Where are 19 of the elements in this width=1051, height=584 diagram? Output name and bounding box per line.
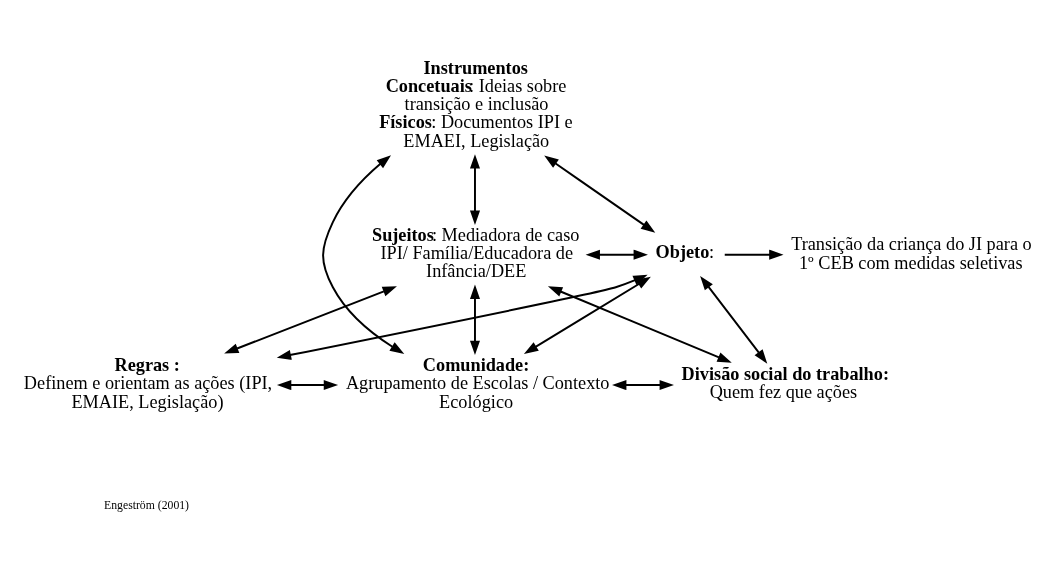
node-text: Divisão social do trabalho: Quem fez que ações <box>681 363 889 402</box>
node-text: Objeto: <box>655 241 715 262</box>
node-text: Sujeitos: Mediadora de caso IPI/ Família/Educadora de Infância/DEE <box>371 224 580 281</box>
arrow <box>723 249 784 260</box>
arrow <box>585 249 648 260</box>
label: Engeström (2001) <box>104 498 190 512</box>
arrow <box>224 285 397 354</box>
arrow <box>612 379 674 390</box>
arrow <box>469 284 480 355</box>
node-text: Instrumentos Concetuais: Ideias sobre transição e inclusão Físicos: Documentos IPI e EMAEI, Legislação <box>379 57 573 151</box>
node-text: Comunidade: Agrupamento de Escolas / Contexto Ecológico <box>345 354 610 411</box>
arrow <box>469 153 480 225</box>
arrow <box>276 379 339 390</box>
arrow <box>322 154 405 354</box>
node-text: Transição da criança do JI para o 1º CEB com medidas seletivas <box>791 233 1032 273</box>
node-text: Regras : Definem e orientam as ações (IPI, EMAIE, Legislação) <box>23 354 273 411</box>
arrow <box>544 155 656 233</box>
arrow <box>547 285 732 363</box>
arrow <box>700 275 768 364</box>
